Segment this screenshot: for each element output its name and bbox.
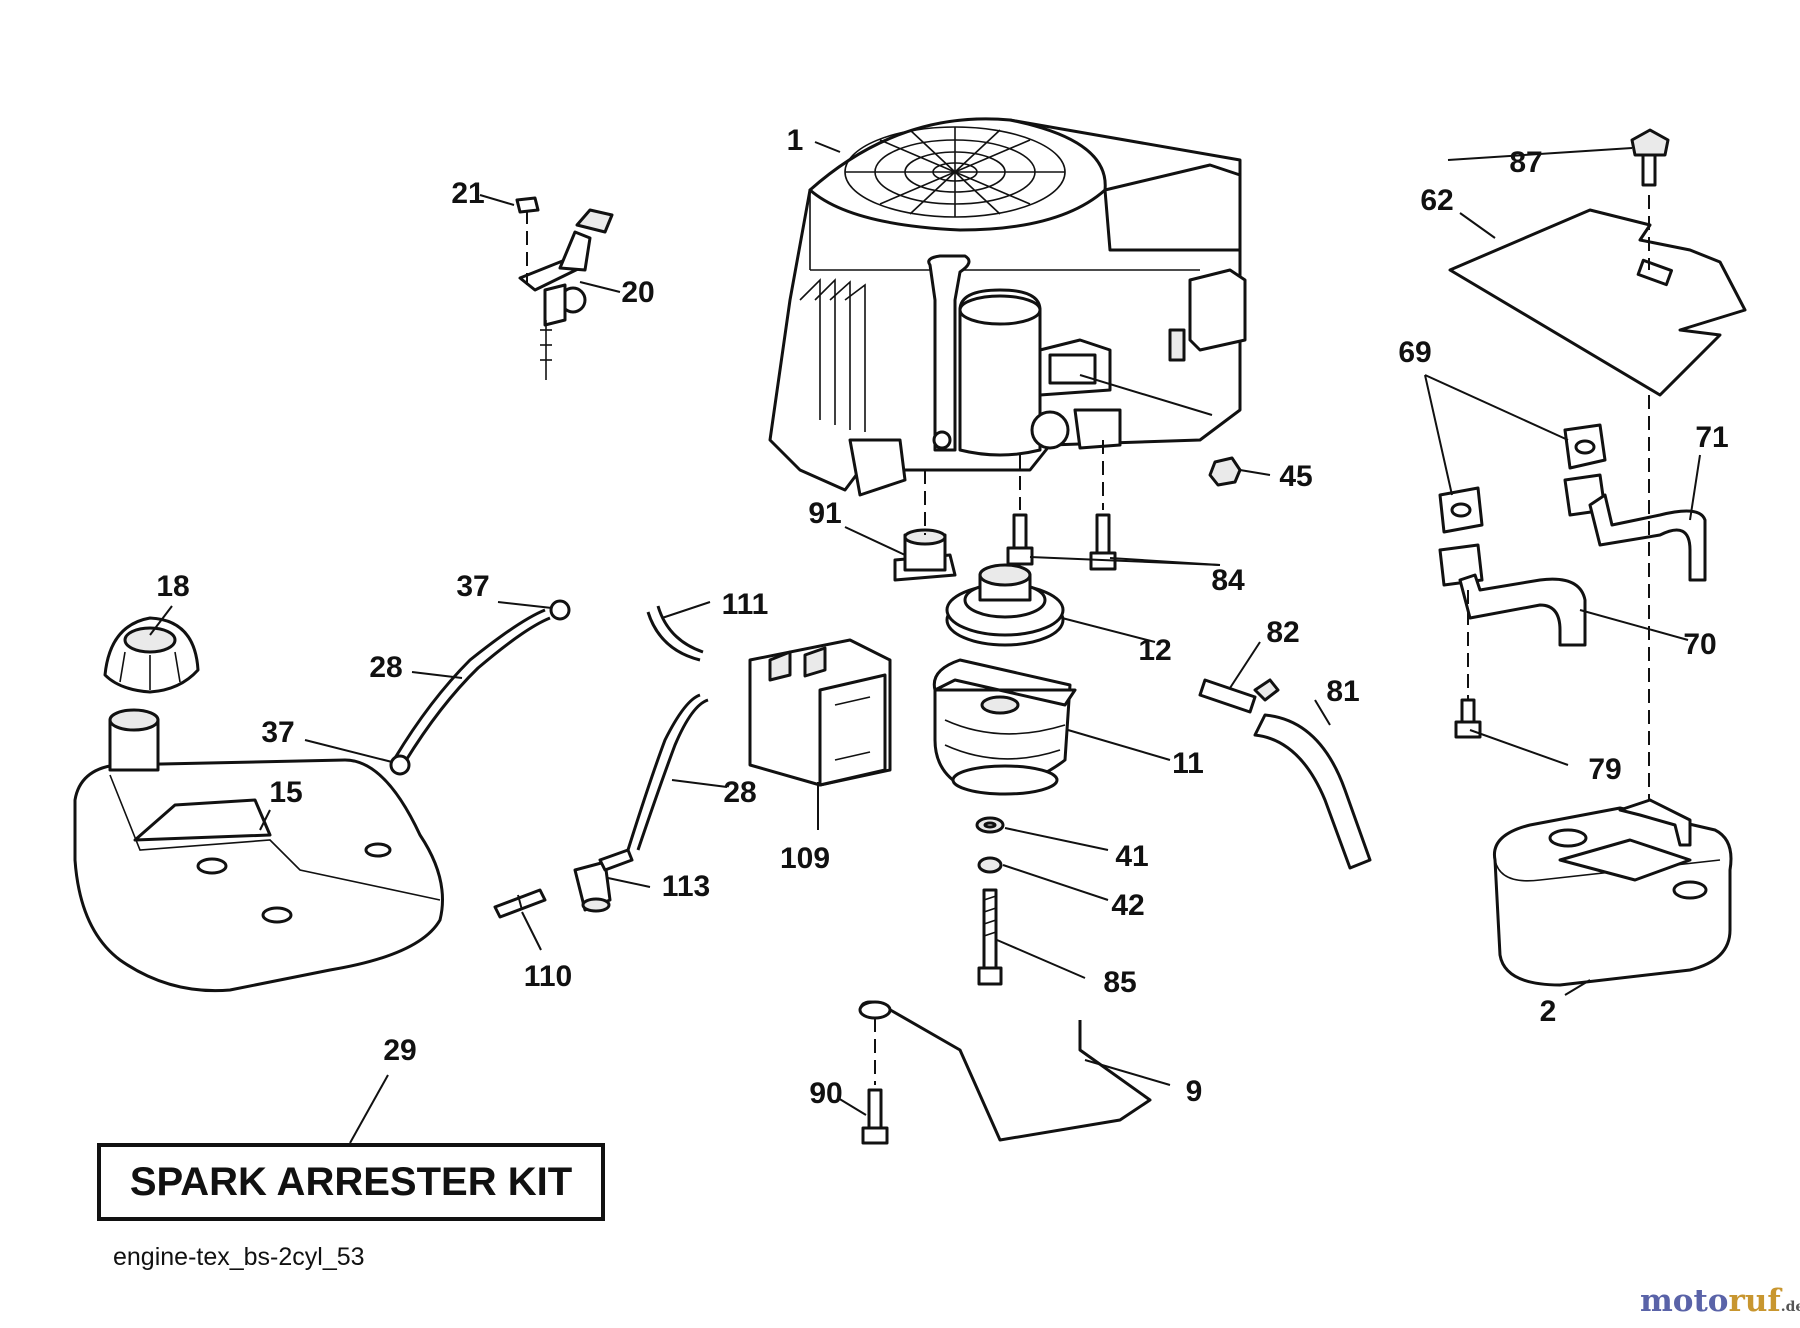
lock-washer-42 — [977, 856, 1003, 874]
callout-69: 69 — [1398, 336, 1431, 369]
callout-79: 79 — [1588, 753, 1621, 786]
screw-79 — [1454, 698, 1482, 739]
callout-11: 11 — [1172, 747, 1204, 780]
gasket-lower — [1438, 486, 1484, 534]
fuel-fitting — [1198, 678, 1280, 714]
callout-113: 113 — [662, 870, 710, 903]
callout-87: 87 — [1509, 146, 1542, 179]
knob — [1630, 128, 1670, 270]
callout-62: 62 — [1420, 184, 1453, 217]
callout-labels: 1 2 9 11 12 15 18 20 21 28 28 29 37 37 4… — [156, 124, 1728, 1110]
callout-42: 42 — [1111, 889, 1144, 922]
drawing-code: engine-tex_bs-2cyl_53 — [113, 1243, 365, 1271]
fuel-line-lower-edge — [636, 698, 709, 851]
engine — [768, 117, 1247, 497]
callout-37-lower: 37 — [261, 716, 294, 749]
callout-28-upper: 28 — [369, 651, 402, 684]
fuel-connector — [493, 888, 547, 919]
callout-41: 41 — [1115, 840, 1148, 873]
callout-1: 1 — [787, 124, 804, 157]
exhaust-pipe-70 — [1438, 543, 1587, 647]
callout-90: 90 — [809, 1077, 842, 1110]
callout-18: 18 — [156, 570, 189, 603]
callout-82: 82 — [1266, 616, 1299, 649]
fuel-line-upper-edge — [403, 616, 551, 763]
callout-28-lower: 28 — [723, 776, 756, 809]
fuel-hose — [1253, 713, 1372, 870]
callout-109: 109 — [780, 842, 830, 875]
spark-arrester-kit-label: SPARK ARRESTER KIT — [129, 1159, 573, 1204]
leader-lines — [149, 141, 1701, 1144]
gasket-upper — [1563, 423, 1607, 470]
watermark-accent: ruf — [1728, 1283, 1781, 1319]
fuel-shutoff-valve — [573, 848, 634, 913]
callout-70: 70 — [1683, 628, 1716, 661]
spark-arrester-kit-box: SPARK ARRESTER KIT — [97, 1143, 605, 1221]
callout-85: 85 — [1103, 966, 1136, 999]
watermark-main: moto — [1640, 1283, 1729, 1319]
callout-21: 21 — [451, 177, 484, 210]
throttle-control-bracket — [515, 196, 614, 380]
rod-bolt — [861, 1018, 889, 1145]
support-rod — [858, 1000, 1152, 1142]
watermark-logo: motoruf.de — [1640, 1283, 1800, 1319]
fuel-tank — [73, 708, 444, 993]
callout-20: 20 — [621, 276, 654, 309]
engine-pulley — [945, 563, 1065, 647]
exhaust-pipe-71 — [1563, 473, 1707, 582]
clutch-bolt — [977, 888, 1003, 986]
callout-111: 111 — [722, 588, 769, 621]
engine-bushing — [893, 470, 957, 582]
callout-71: 71 — [1695, 421, 1728, 454]
heat-shield — [1448, 208, 1747, 397]
hose-clamp-upper — [549, 599, 571, 621]
callout-110: 110 — [524, 960, 572, 993]
callout-37-upper: 37 — [456, 570, 489, 603]
muffler — [1492, 798, 1733, 987]
callout-45: 45 — [1279, 460, 1312, 493]
washer-41-hole — [983, 821, 997, 829]
callout-91: 91 — [808, 497, 841, 530]
callout-12: 12 — [1138, 634, 1171, 667]
fuel-cap — [103, 616, 200, 694]
callout-9: 9 — [1186, 1075, 1203, 1108]
callout-81: 81 — [1326, 675, 1359, 708]
pto-clutch — [932, 658, 1077, 796]
nut — [1208, 456, 1242, 487]
callout-84: 84 — [1211, 564, 1245, 597]
callout-29: 29 — [383, 1034, 416, 1067]
callout-2: 2 — [1540, 995, 1557, 1028]
vent-hose-edge — [656, 605, 704, 654]
watermark-suffix: .de — [1780, 1299, 1800, 1315]
callout-15: 15 — [269, 776, 302, 809]
fuel-filter — [748, 638, 892, 787]
hose-clamp-lower — [389, 754, 411, 776]
